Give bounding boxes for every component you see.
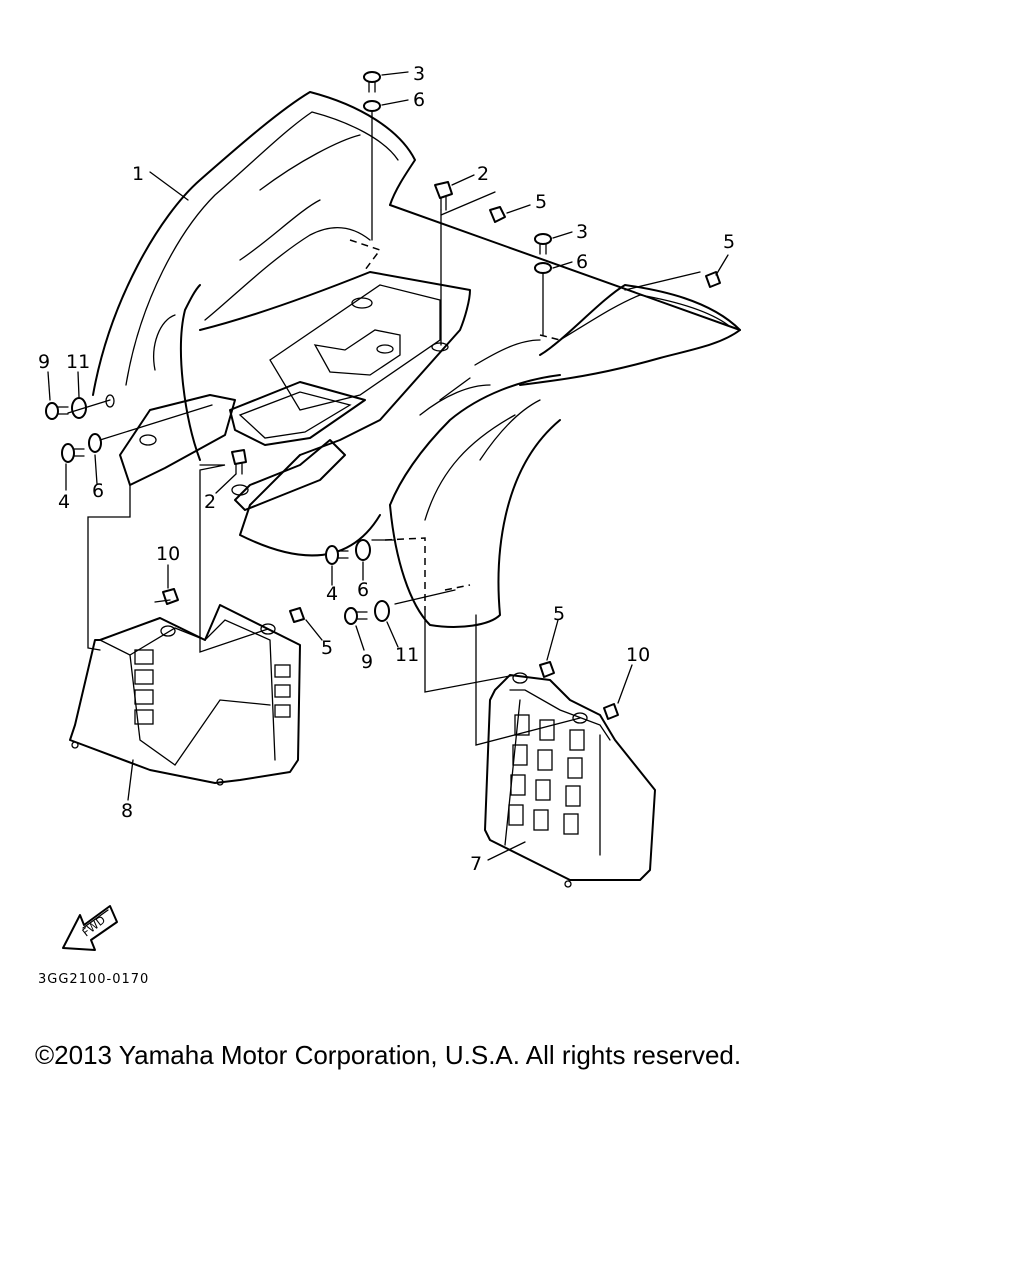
fwd-arrow-icon: FWD xyxy=(62,905,118,951)
bolt-2-top xyxy=(434,181,453,211)
screw-3-top xyxy=(363,71,381,93)
right-flap-part-7 xyxy=(484,672,656,888)
callout-6-left: 6 xyxy=(92,480,104,502)
bolt-9-center xyxy=(344,607,368,625)
nut-5-right xyxy=(539,661,555,678)
callout-1: 1 xyxy=(132,163,144,185)
nut-5-center xyxy=(289,607,305,623)
callout-11-center: 11 xyxy=(395,644,419,666)
callout-5-top: 5 xyxy=(535,191,547,213)
screw-4-left xyxy=(61,443,85,463)
screw-4-center xyxy=(325,545,349,565)
callout-8: 8 xyxy=(121,800,133,822)
copyright-notice: ©2013 Yamaha Motor Corporation, U.S.A. A… xyxy=(35,1040,742,1070)
nut-5-top xyxy=(489,206,506,223)
washer-6-left xyxy=(88,433,102,453)
callout-11-left: 11 xyxy=(66,351,90,373)
washer-6-center xyxy=(355,539,371,561)
callout-6-right: 6 xyxy=(576,251,588,273)
washer-6-right xyxy=(534,262,552,274)
callout-7: 7 xyxy=(470,853,482,875)
callout-5-center: 5 xyxy=(321,637,333,659)
nut-10-left xyxy=(162,588,179,605)
callout-2-center: 2 xyxy=(204,491,216,513)
callout-6-center: 6 xyxy=(357,579,369,601)
callout-4-left: 4 xyxy=(58,491,70,513)
callout-leaders xyxy=(47,71,729,861)
fasteners xyxy=(45,71,721,720)
washer-6-top xyxy=(363,100,381,112)
callout-3-top: 3 xyxy=(413,63,425,85)
nut-10-right xyxy=(603,703,619,720)
washer-11-center xyxy=(374,600,390,622)
bolt-2-center xyxy=(231,449,247,475)
callout-5-right: 5 xyxy=(553,603,565,625)
callout-3-right: 3 xyxy=(576,221,588,243)
callout-labels: 1 3 6 2 5 3 6 5 9 11 4 6 2 10 5 4 6 9 11… xyxy=(38,63,735,875)
callout-10-right: 10 xyxy=(626,644,650,666)
callout-6-top: 6 xyxy=(413,89,425,111)
callout-10-left: 10 xyxy=(156,543,180,565)
screw-3-right xyxy=(534,233,552,255)
rear-fender-part-1 xyxy=(92,91,741,628)
bolt-9-left xyxy=(45,402,69,420)
left-flap-part-8 xyxy=(69,604,301,786)
callout-4-center: 4 xyxy=(326,583,338,605)
exploded-view-drawing: 1 3 6 2 5 3 6 5 9 11 4 6 2 10 5 4 6 9 11… xyxy=(38,63,741,987)
callout-5-far-right: 5 xyxy=(723,231,735,253)
callout-9-left: 9 xyxy=(38,351,50,373)
callout-9-center: 9 xyxy=(361,651,373,673)
callout-2-top: 2 xyxy=(477,163,489,185)
nut-5-far-right xyxy=(705,271,721,288)
assembly-lines xyxy=(67,111,701,746)
diagram-code: 3GG2100-0170 xyxy=(38,972,149,987)
